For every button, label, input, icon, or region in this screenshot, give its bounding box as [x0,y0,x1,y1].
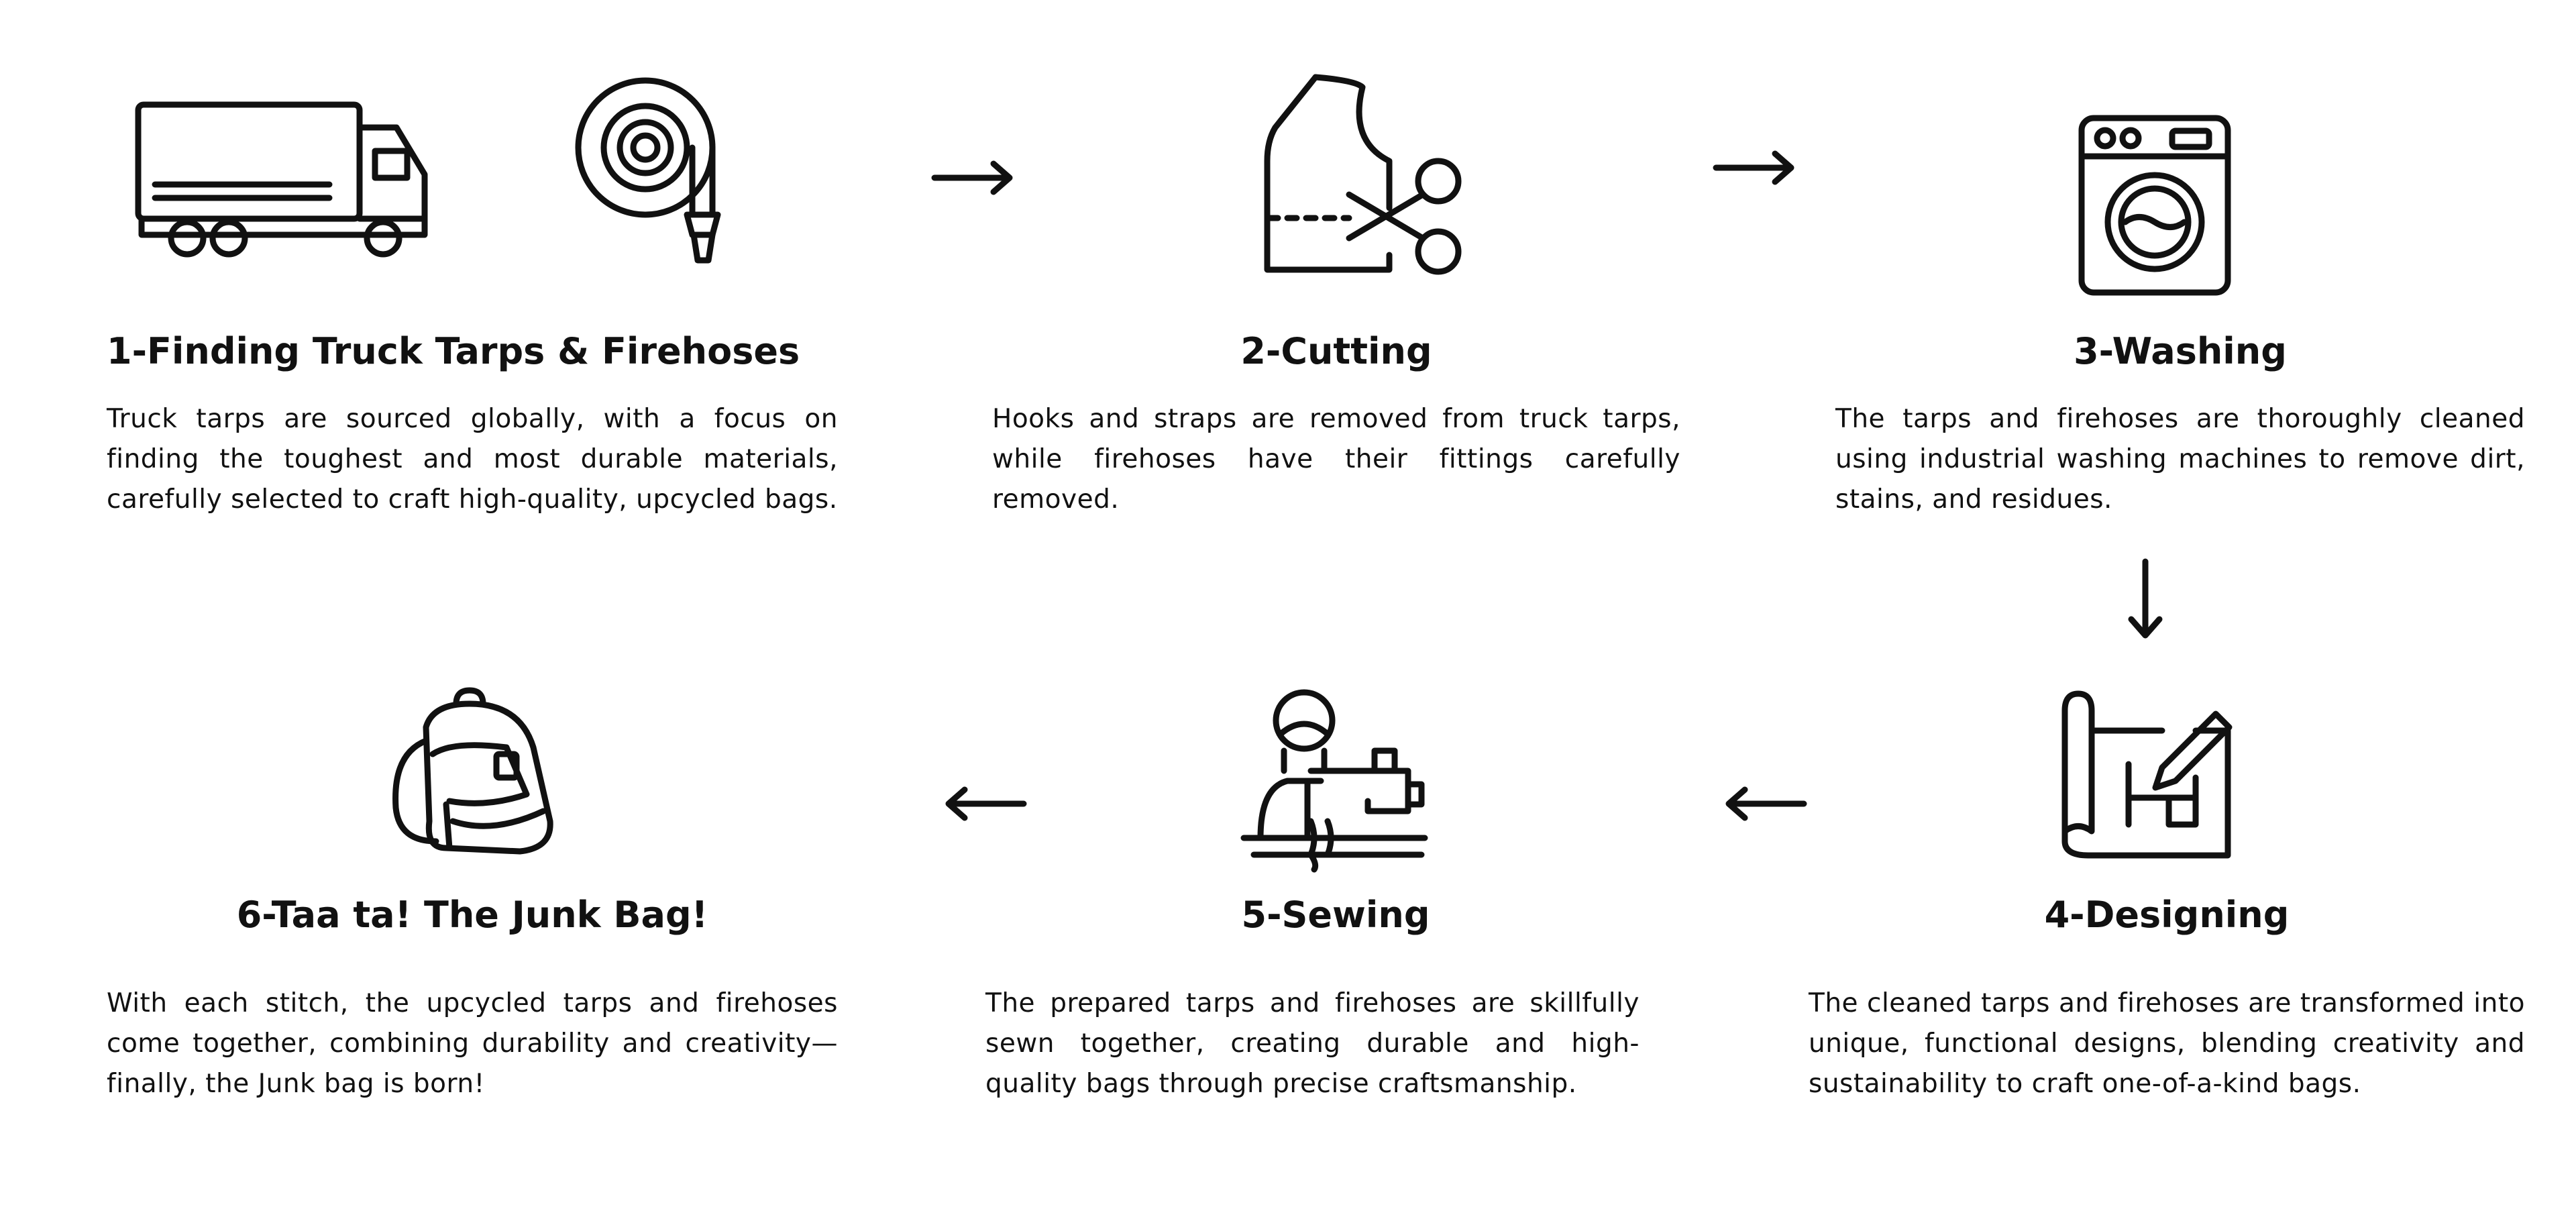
step-5-description: The prepared tarps and firehoses are ski… [985,988,1640,1099]
arrow-left-icon [945,786,1027,821]
arrow-left-icon [1725,786,1807,821]
scissors-pattern-icon [1264,74,1462,275]
arrow-right-icon [931,160,1013,195]
blueprint-pencil-icon [2061,690,2233,859]
arrow-down-icon [2128,558,2163,639]
backpack-icon [392,687,553,855]
step-2-title: 2-Cutting [1240,330,1432,372]
step-2-description: Hooks and straps are removed from truck … [992,404,1680,515]
step-3-title: 3-Washing [2074,330,2287,372]
washing-machine-icon [2078,115,2231,296]
step-3-description: The tarps and firehoses are thoroughly c… [1835,404,2525,515]
step-4-description: The cleaned tarps and firehoses are tran… [1809,988,2525,1099]
step-5-title: 5-Sewing [1241,894,1430,936]
truck-icon [135,101,428,258]
step-1-description: Truck tarps are sourced globally, with a… [107,404,838,515]
step-6-description: With each stitch, the upcycled tarps and… [107,988,838,1099]
step-4-title: 4-Designing [2044,894,2290,936]
sewing-machine-icon [1240,689,1428,873]
firehose-icon [575,77,721,264]
step-1-title: 1-Finding Truck Tarps & Firehoses [107,330,800,372]
arrow-right-icon [1713,150,1794,185]
step-6-title: 6-Taa ta! The Junk Bag! [236,894,708,936]
